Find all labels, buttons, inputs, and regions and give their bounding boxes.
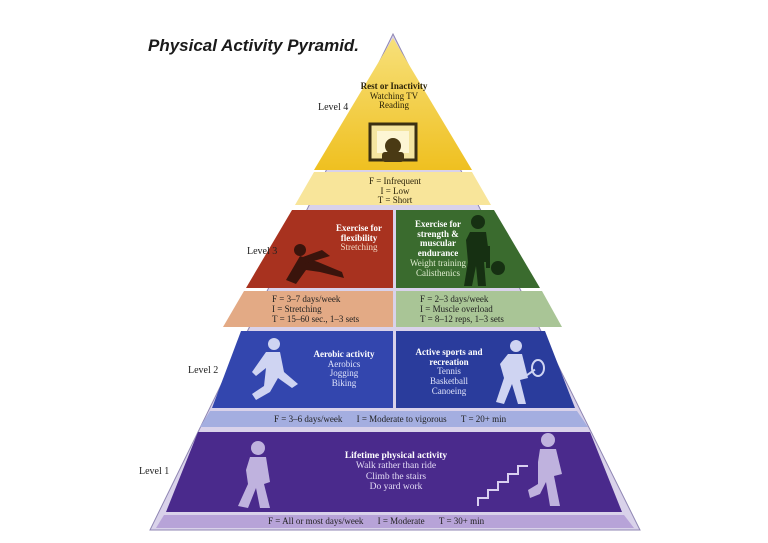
tier3-flex-panel	[246, 210, 393, 288]
tier3-strength-fit-i: I = Muscle overload	[420, 304, 493, 315]
tier3-strength-activity: Weight training	[409, 257, 466, 268]
tier2-sports-activity: Basketball	[430, 376, 468, 387]
tier2-aerobic-heading: Aerobic activity	[313, 349, 375, 359]
stair-climber-icon	[528, 433, 562, 506]
tier3-flex-fit-band	[223, 291, 393, 327]
walking-person-icon	[238, 441, 270, 508]
tier2-fit-t: T = 20+ min	[460, 414, 507, 424]
tier1-fit-band	[156, 515, 634, 528]
tier3-flex-fit: F = 3–7 days/week I = Stretching T = 15–…	[272, 294, 359, 324]
tier4-fit-i: I = Low	[380, 185, 410, 196]
level-3-label: Level 3	[247, 246, 278, 257]
tier1-activity: Do yard work	[369, 481, 423, 492]
tier1-fit-t: T = 30+ min	[438, 516, 485, 526]
tv-icon	[368, 122, 418, 162]
tier1-fit-f: F = All or most days/week	[268, 516, 364, 526]
tier2-fit-band	[200, 411, 588, 427]
tier3-flex-fit-f: F = 3–7 days/week	[272, 294, 341, 304]
tier4-fit-band	[295, 172, 491, 205]
tier3-strength-fit-f: F = 2–3 days/week	[420, 294, 489, 304]
tier3-flex-fit-i: I = Stretching	[272, 304, 322, 315]
tier2-fit: F = 3–6 days/week I = Moderate to vigoro…	[268, 414, 512, 424]
level-1-label: Level 1	[139, 466, 170, 477]
tier2-aerobic-panel	[212, 331, 393, 408]
tennis-player-icon	[496, 340, 545, 404]
tier3-flex-text: Exercise for flexibility Stretching	[326, 223, 392, 253]
tier1-heading: Lifetime physical activity	[344, 451, 448, 461]
tier1-activity: Climb the stairs	[365, 471, 427, 482]
tier2-aerobic-activity: Aerobics	[327, 358, 361, 369]
tier4-panel	[314, 38, 472, 170]
tier2-aerobic-text: Aerobic activity Aerobics Jogging Biking	[302, 349, 386, 389]
runner-icon	[252, 338, 298, 400]
tier3-strength-activity: Calisthenics	[416, 267, 460, 278]
tier3-flex-fit-t: T = 15–60 sec., 1–3 sets	[272, 314, 360, 325]
tier2-fit-f: F = 3–6 days/week	[274, 414, 343, 424]
tier4-activity: Watching TV	[369, 90, 419, 101]
tier3-strength-fit-band	[396, 291, 562, 327]
tier3-strength-text: Exercise for strength & muscular enduran…	[402, 219, 474, 278]
tier3-strength-heading: Exercise for strength & muscular enduran…	[414, 219, 462, 259]
page-title: Physical Activity Pyramid.	[148, 36, 360, 55]
stretching-person-icon	[286, 244, 344, 284]
weightlifter-icon	[464, 215, 505, 286]
stairs-icon	[477, 465, 528, 506]
level-2-label: Level 2	[188, 365, 219, 376]
tier1-panel	[166, 432, 622, 512]
tier4-heading: Rest or Inactivity	[360, 81, 428, 91]
tier2-fit-i: I = Moderate to vigorous	[356, 414, 447, 424]
tier4-fit-t: T = Short	[377, 195, 413, 206]
tier3-flex-activity: Stretching	[340, 242, 378, 253]
tier2-aerobic-activity: Jogging	[329, 368, 359, 379]
tier3-strength-fit-t: T = 8–12 reps, 1–3 sets	[420, 314, 504, 325]
tier3-flex-heading: Exercise for flexibility	[335, 223, 383, 243]
tier3-strength-fit: F = 2–3 days/week I = Muscle overload T …	[420, 294, 504, 324]
level-4-label: Level 4	[318, 102, 349, 113]
tier4-activity: Reading	[379, 100, 409, 111]
tier4-fit: F = Infrequent I = Low T = Short	[343, 176, 447, 206]
tier2-sports-text: Active sports and recreation Tennis Bask…	[412, 347, 486, 397]
tier2-sports-panel	[396, 331, 575, 408]
tier2-sports-heading: Active sports and recreation	[415, 347, 483, 367]
tier2-sports-activity: Canoeing	[431, 385, 467, 396]
tier1-fit-i: I = Moderate	[377, 516, 425, 526]
tier1-fit: F = All or most days/week I = Moderate T…	[262, 516, 490, 526]
tier1-activity: Walk rather than ride	[355, 461, 437, 472]
tier2-aerobic-activity: Biking	[331, 378, 357, 389]
tier2-sports-activity: Tennis	[437, 366, 461, 377]
tier4-fit-f: F = Infrequent	[368, 176, 422, 186]
tier1-text: Lifetime physical activity Walk rather t…	[336, 451, 456, 492]
tier4-text: Rest or Inactivity Watching TV Reading	[358, 81, 430, 111]
